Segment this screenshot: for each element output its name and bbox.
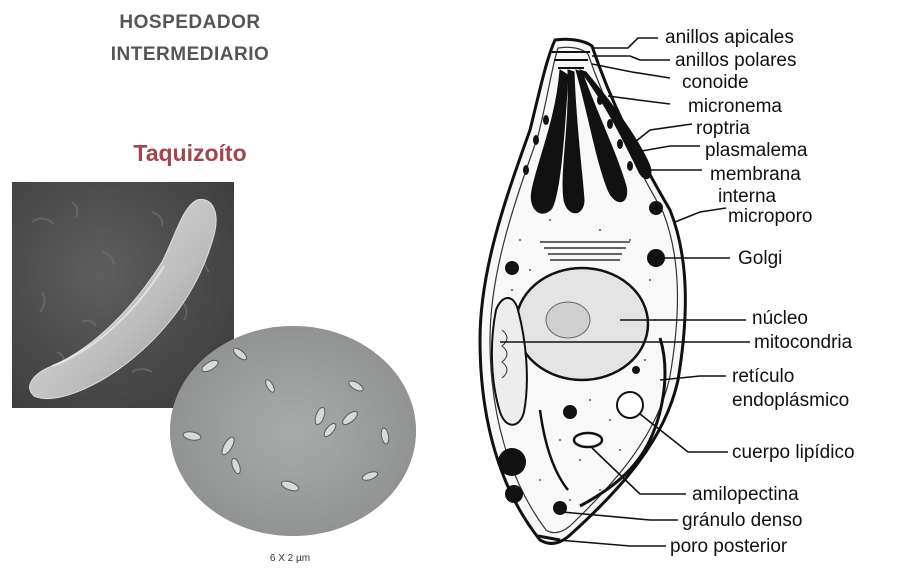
label-plasmalema: plasmalema: [705, 140, 808, 161]
label-reticulo: retículo: [732, 366, 794, 387]
label-interna: interna: [718, 186, 777, 207]
label-golgi: Golgi: [738, 248, 782, 269]
amylopectin-granule: [574, 433, 602, 447]
label-granulo-denso: gránulo denso: [682, 510, 802, 531]
label-cuerpo-lipidico: cuerpo lipídico: [732, 442, 855, 463]
label-endoplasmico: endoplásmico: [732, 390, 849, 411]
host-heading-line2: INTERMEDIARIO: [60, 44, 320, 66]
tachyzoite-diagram: anillos apicales anillos polares conoide…: [460, 20, 900, 570]
host-heading-line1: HOSPEDADOR: [60, 12, 320, 34]
label-conoide: conoide: [682, 72, 749, 93]
label-mitocondria: mitocondria: [754, 332, 853, 353]
light-micrograph-image: [170, 326, 416, 536]
label-membrana: membrana: [710, 164, 801, 185]
stage-title: Taquizoíto: [60, 140, 320, 167]
label-anillos-apicales: anillos apicales: [665, 27, 794, 48]
label-micronema: micronema: [688, 96, 782, 117]
label-nucleo: núcleo: [752, 308, 808, 329]
label-microporo: microporo: [728, 206, 812, 227]
label-amilopectina: amilopectina: [692, 484, 799, 505]
tachyzoite-diagram-svg: anillos apicales anillos polares conoide…: [460, 20, 900, 570]
nucleolus: [546, 302, 590, 338]
label-anillos-polares: anillos polares: [675, 50, 796, 71]
lipid-body: [617, 392, 643, 418]
scale-label: 6 X 2 µm: [240, 553, 340, 564]
label-poro-posterior: poro posterior: [670, 536, 788, 557]
label-roptria: roptria: [696, 118, 750, 139]
light-micrograph: [170, 326, 416, 536]
